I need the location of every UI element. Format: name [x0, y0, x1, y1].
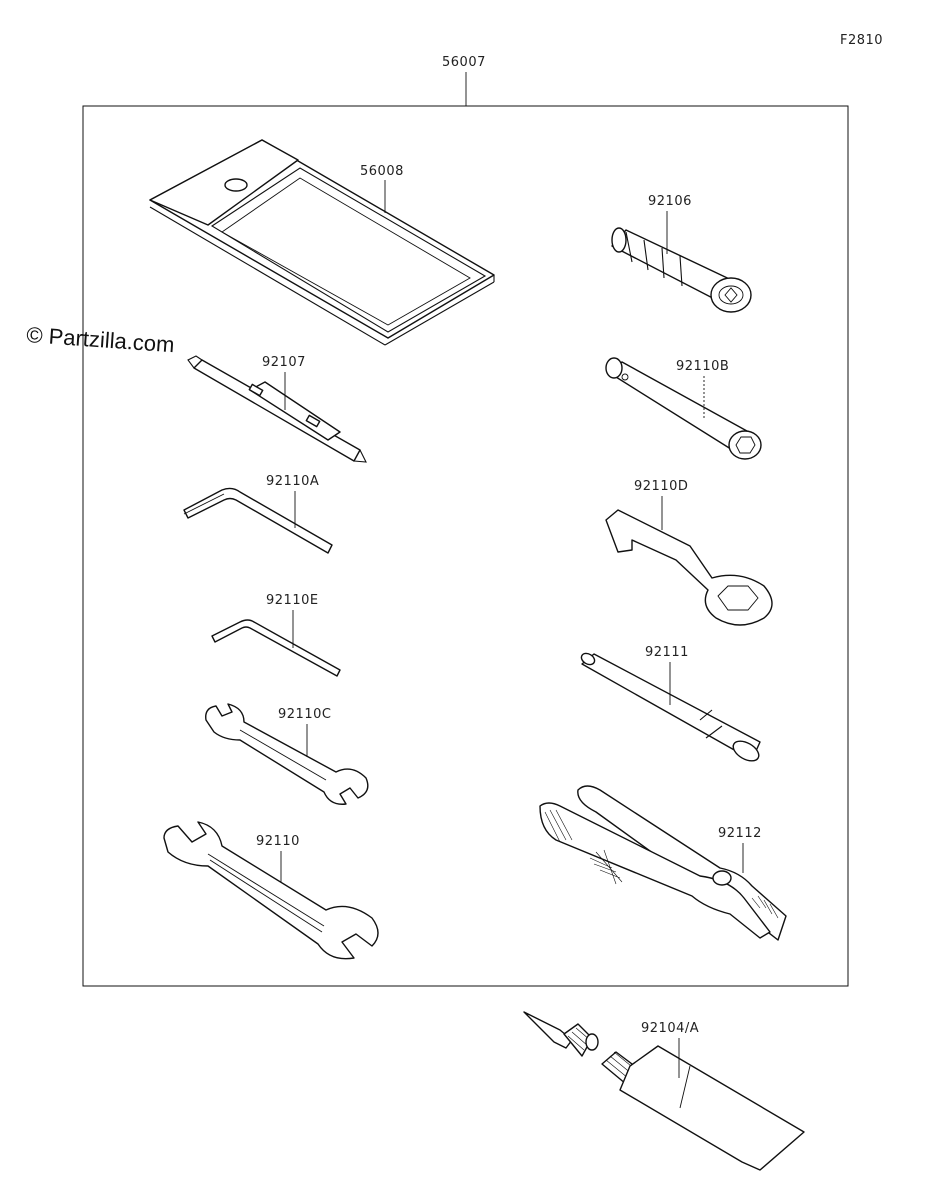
grease-tube-icon[interactable]: [523, 1011, 805, 1171]
screwdriver-icon[interactable]: [187, 355, 367, 463]
watermark: © Partzilla.com: [26, 322, 176, 357]
part-label-92110A[interactable]: 92110A: [266, 474, 319, 489]
figure-code: F2810: [840, 33, 883, 48]
pliers-icon[interactable]: [539, 785, 787, 941]
part-label-92110E[interactable]: 92110E: [266, 593, 319, 608]
ring-wrench-icon[interactable]: [605, 509, 773, 626]
open-wrench-large-icon[interactable]: [163, 821, 379, 960]
part-label-56008[interactable]: 56008: [360, 164, 404, 179]
box-wrench-tube-icon[interactable]: [605, 357, 762, 460]
extension-bar-icon[interactable]: [579, 651, 762, 765]
assembly-label[interactable]: 56007: [442, 55, 486, 70]
tool-pouch-icon[interactable]: [149, 139, 495, 346]
hex-key-large-icon[interactable]: [183, 487, 333, 554]
assembly-frame: [82, 105, 849, 987]
open-wrench-small-icon[interactable]: [205, 703, 369, 805]
spark-plug-socket-icon[interactable]: [611, 227, 752, 313]
part-label-92110C[interactable]: 92110C: [278, 707, 331, 722]
part-label-92107[interactable]: 92107: [262, 355, 306, 370]
part-label-92104A[interactable]: 92104/A: [641, 1021, 699, 1036]
part-label-92110D[interactable]: 92110D: [634, 479, 688, 494]
part-label-92110[interactable]: 92110: [256, 834, 300, 849]
part-label-92112[interactable]: 92112: [718, 826, 762, 841]
part-label-92106[interactable]: 92106: [648, 194, 692, 209]
part-label-92110B[interactable]: 92110B: [676, 359, 729, 374]
hex-key-small-icon[interactable]: [211, 619, 341, 677]
part-label-92111[interactable]: 92111: [645, 645, 689, 660]
